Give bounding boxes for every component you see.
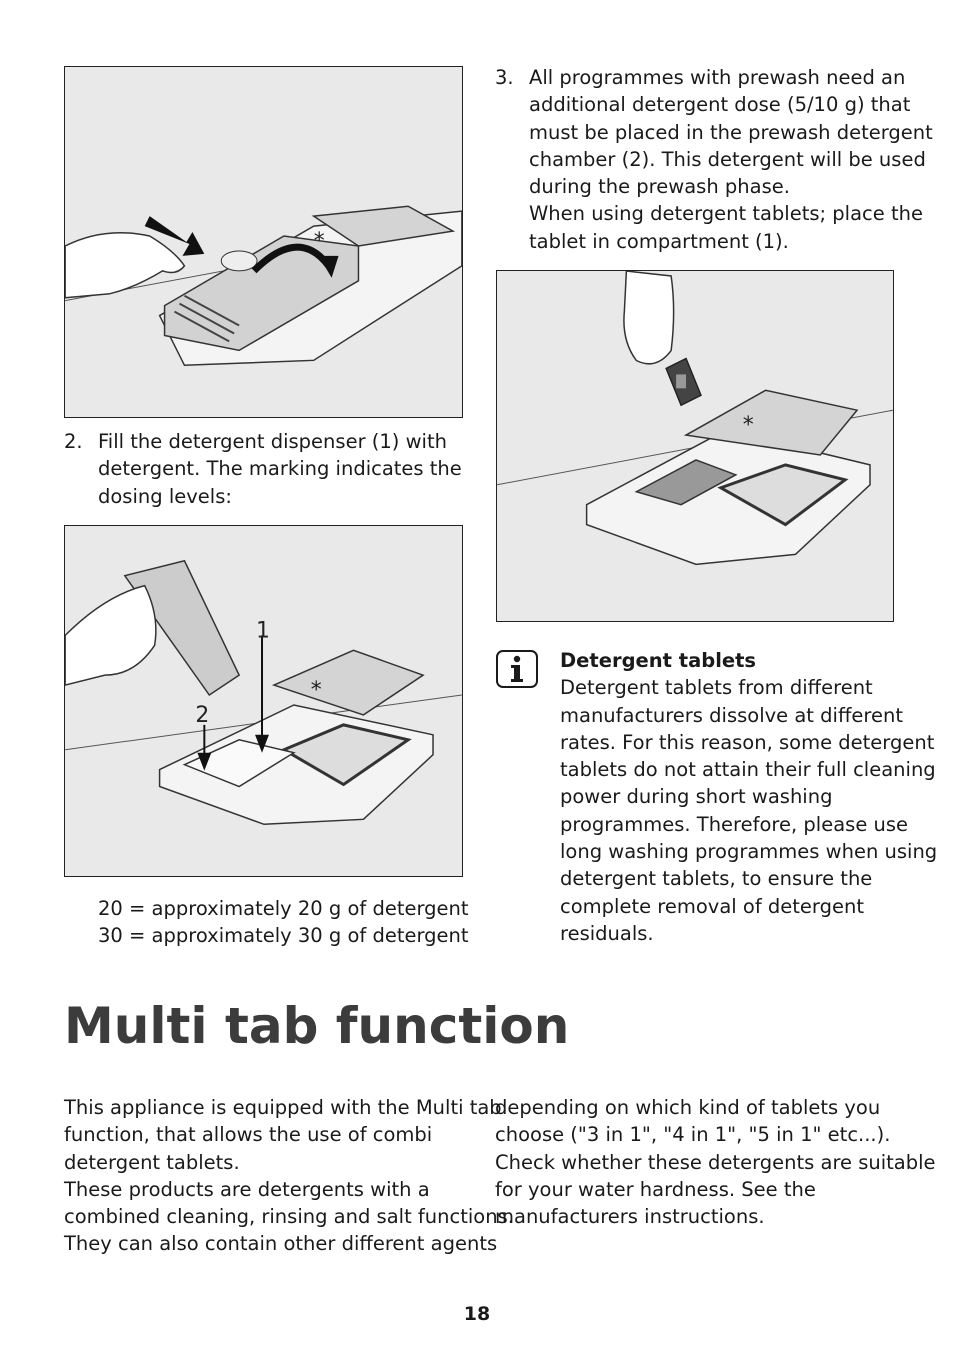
svg-text:*: * (743, 413, 754, 438)
info-icon (496, 650, 538, 688)
text-line: dosing levels: (98, 484, 232, 508)
label-compartment-2: 2 (195, 703, 209, 728)
text-line: All programmes with prewash need an (529, 66, 906, 89)
dosing-levels: 20 = approximately 20 g of detergent 30 … (98, 895, 469, 950)
text-line: detergent tablets. (64, 1150, 240, 1174)
text-line: rates. For this reason, some detergent (560, 730, 935, 754)
section-title: Multi tab function (64, 997, 570, 1055)
step-number: 3. (495, 66, 514, 89)
text-line: choose ("3 in 1", "4 in 1", "5 in 1" etc… (495, 1123, 891, 1147)
figure-place-tablet: * (496, 270, 894, 622)
step-3: 3. All programmes with prewash need an a… (495, 64, 933, 256)
text-line: They can also contain other different ag… (64, 1232, 498, 1256)
text-line: This appliance is equipped with the Mult… (64, 1096, 502, 1119)
text-line: These products are detergents with a (64, 1177, 430, 1201)
text-line: combined cleaning, rinsing and salt func… (64, 1205, 514, 1229)
page-number: 18 (463, 1303, 491, 1325)
svg-text:*: * (311, 678, 322, 703)
text-line: Detergent tablets from different (560, 676, 873, 700)
figure-fill-detergent: * 1 2 (64, 525, 463, 877)
dosing-line-30: 30 = approximately 30 g of detergent (98, 924, 469, 948)
svg-text:*: * (314, 229, 325, 254)
text-line: chamber (2). This detergent will be used (529, 147, 926, 171)
place-tablet-illustration: * (497, 271, 893, 566)
text-line: complete removal of detergent (560, 894, 864, 918)
text-line: manufacturers dissolve at different (560, 703, 903, 727)
text-line: detergent tablets, to ensure the (560, 867, 873, 891)
dosing-line-20: 20 = approximately 20 g of detergent (98, 897, 469, 920)
text-line: When using detergent tablets; place the (529, 202, 923, 226)
text-line: tablets do not attain their full cleanin… (560, 758, 936, 782)
step-2: 2. Fill the detergent dispenser (1) with… (64, 428, 464, 512)
text-line: programmes. Therefore, please use (560, 812, 909, 836)
text-line: Fill the detergent dispenser (1) with (98, 430, 447, 453)
section-column-1: This appliance is equipped with the Mult… (64, 1094, 514, 1258)
text-line: manufacturers instructions. (495, 1205, 765, 1229)
text-line: long washing programmes when using (560, 840, 938, 864)
text-line: residuals. (560, 921, 654, 945)
step-number: 2. (64, 430, 83, 453)
text-line: power during short washing (560, 785, 833, 809)
label-compartment-1: 1 (256, 618, 270, 643)
text-line: tablet in compartment (1). (529, 229, 789, 253)
text-line: depending on which kind of tablets you (495, 1096, 881, 1119)
text-line: must be placed in the prewash detergent (529, 120, 933, 144)
info-heading: Detergent tablets (560, 649, 757, 672)
text-line: during the prewash phase. (529, 175, 790, 199)
text-line: detergent. The marking indicates the (98, 457, 462, 481)
info-detergent-tablets: Detergent tablets Detergent tablets from… (560, 647, 937, 947)
figure-open-dispenser: * (64, 66, 463, 418)
section-column-2: depending on which kind of tablets you c… (495, 1094, 936, 1230)
text-line: function, that allows the use of combi (64, 1123, 433, 1147)
text-line: for your water hardness. See the (495, 1177, 816, 1201)
fill-detergent-illustration: * 1 2 (65, 559, 462, 826)
text-line: Check whether these detergents are suita… (495, 1150, 936, 1174)
dispenser-open-illustration: * (65, 205, 462, 367)
text-line: additional detergent dose (5/10 g) that (529, 93, 911, 117)
